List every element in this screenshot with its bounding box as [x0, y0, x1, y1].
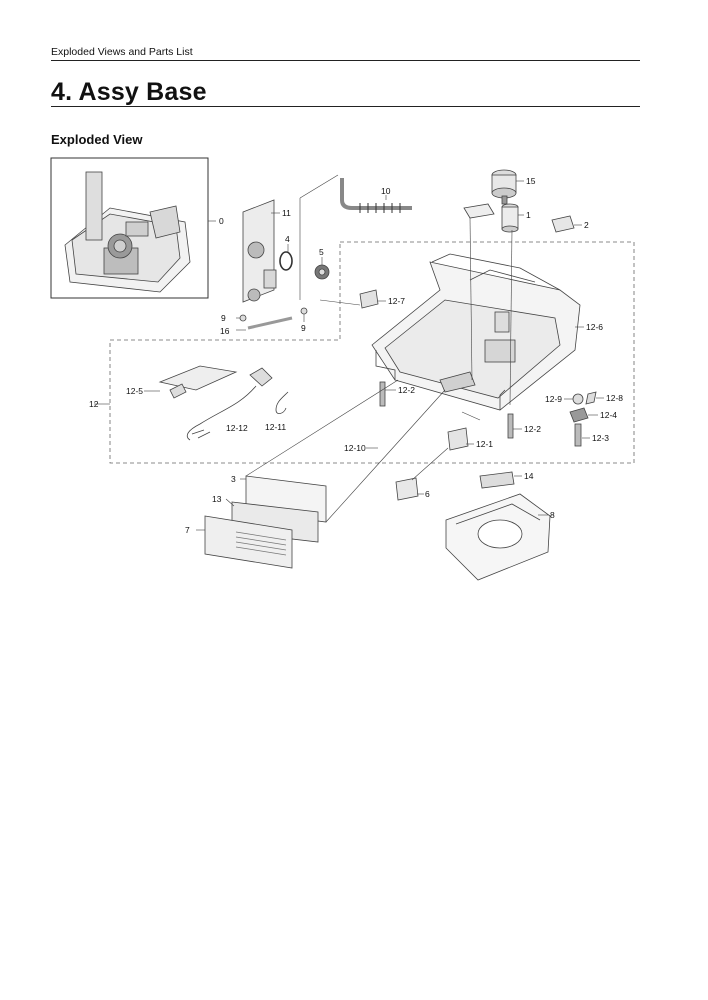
callout-label: 12-10 — [344, 443, 366, 453]
callout-label: 14 — [524, 471, 534, 481]
callout-label: 12-3 — [592, 433, 609, 443]
callout-label: 5 — [319, 247, 324, 257]
callout-label: 12-1 — [476, 439, 493, 449]
plate-part11-illustration — [242, 199, 330, 303]
bracket-part12-5-illustration — [158, 365, 238, 399]
section-header: Exploded Views and Parts List — [51, 46, 193, 58]
callout-label: 3 — [231, 474, 236, 484]
callout-label: 12-11 — [265, 422, 286, 432]
callout-label: 12-5 — [126, 386, 143, 396]
callout-label: 9 — [301, 323, 306, 333]
callout-label: 12-9 — [545, 394, 562, 404]
hose-part10-illustration — [340, 178, 412, 213]
front-panel-parts-illustration — [204, 475, 327, 569]
callout-label: 15 — [526, 176, 536, 186]
assembly-inset-box — [50, 157, 209, 299]
wire-part12-11-illustration — [275, 391, 289, 414]
leader-lines — [94, 174, 604, 531]
callout-label: 12-7 — [388, 296, 405, 306]
bracket-part2-illustration — [551, 215, 575, 233]
callout-label: 7 — [185, 525, 190, 535]
callout-label: 11 — [282, 208, 291, 218]
callout-label: 2 — [584, 220, 589, 230]
bracket-part12-7-illustration — [359, 289, 379, 309]
callout-label: 1 — [526, 210, 531, 220]
callout-label: 10 — [381, 186, 391, 196]
callout-label: 12-4 — [600, 410, 617, 420]
section-subtitle: Exploded View — [51, 132, 143, 147]
callout-label: 16 — [220, 326, 230, 336]
title-rule — [51, 106, 640, 107]
callout-label: 12-6 — [586, 322, 603, 332]
callout-label: 13 — [212, 494, 222, 504]
page-title: 4. Assy Base — [51, 78, 207, 106]
pin-parts-illustration — [239, 307, 308, 330]
callout-label: 12-2 — [398, 385, 415, 395]
base-chassis-illustration — [371, 253, 581, 411]
callout-label: 12-2 — [524, 424, 541, 434]
callout-label: 6 — [425, 489, 430, 499]
tray-parts-illustration — [395, 471, 551, 581]
motor-part15-illustration — [491, 169, 517, 205]
assembled-base-illustration — [64, 171, 191, 293]
callout-label: 9 — [221, 313, 226, 323]
callout-label: 4 — [285, 234, 290, 244]
header-rule — [51, 60, 640, 61]
part12-group-box — [109, 241, 635, 464]
callout-label: 8 — [550, 510, 555, 520]
callout-label: 12-12 — [226, 423, 248, 433]
callout-label: 12 — [89, 399, 99, 409]
callout-label: 12-8 — [606, 393, 623, 403]
callout-label: 0 — [219, 216, 224, 226]
cylinder-part1-illustration — [463, 203, 519, 233]
fitting-parts-illustration — [379, 381, 597, 451]
harness-part12-12-illustration — [186, 367, 273, 441]
